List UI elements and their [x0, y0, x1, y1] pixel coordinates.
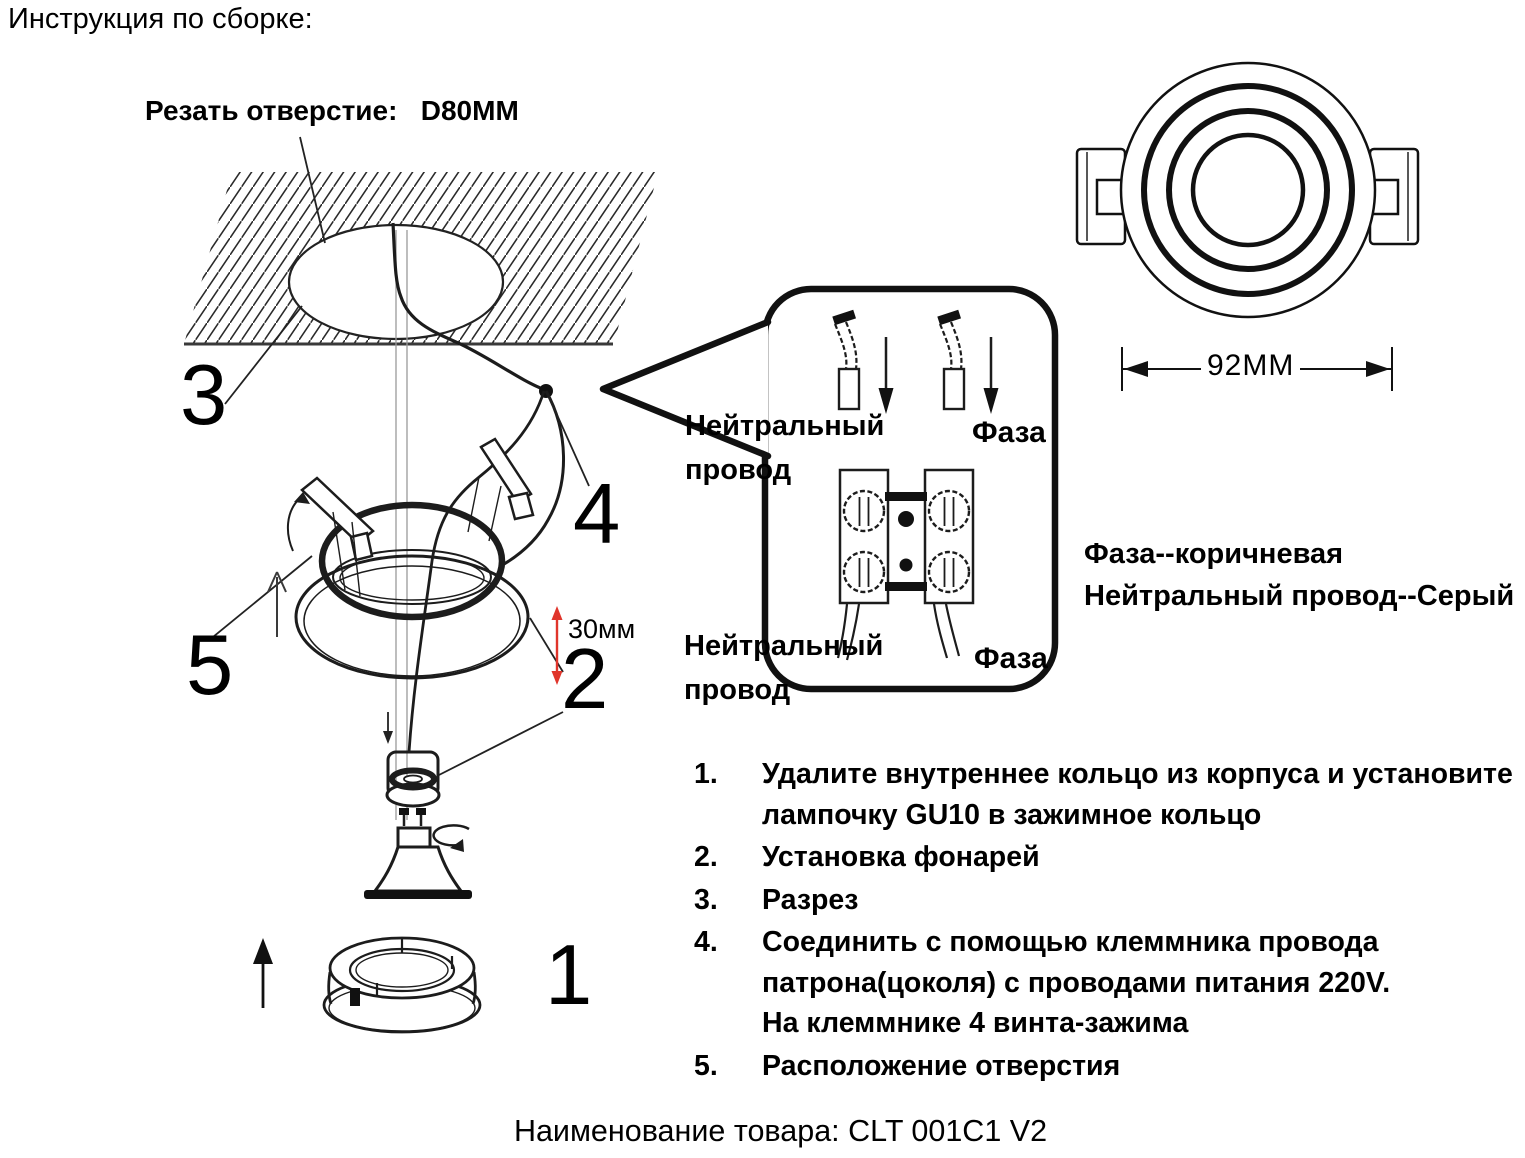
clamp-ring-drawing [322, 936, 482, 1034]
instruction-number: 5. [694, 1049, 718, 1082]
direction-arrows [253, 571, 393, 1008]
bubble-top-wires [832, 309, 999, 414]
wire-label-phase-top: Фаза [972, 416, 1046, 449]
instruction-item: 5. Расположение отверстия [694, 1046, 1525, 1087]
gu10-bulb-drawing [364, 808, 472, 899]
instruction-text: Расположение отверстия [762, 1049, 1121, 1082]
instruction-number: 1. [694, 758, 718, 790]
wire-label-neutral-top: Нейтральный провод [685, 410, 885, 487]
wire-color-legend: Фаза--коричневая Нейтральный провод--Сер… [1084, 533, 1514, 617]
instruction-number: 4. [694, 926, 718, 958]
legend-neutral-grey: Нейтральный провод--Серый [1084, 580, 1515, 612]
instruction-number: 3. [694, 883, 718, 916]
instruction-text: Соединить с помощью клеммника провода па… [762, 926, 1391, 1039]
part-number-3: 3 [180, 348, 228, 443]
diameter-92mm-label: 92MM [1201, 349, 1301, 383]
instruction-text: Удалите внутреннее кольцо из корпуса и у… [762, 758, 1513, 831]
legend-phase-brown: Фаза--коричневая [1084, 538, 1344, 570]
product-name: Наименование товара: CLT 001C1 V2 [513, 1114, 1048, 1148]
instruction-item: 1. Удалите внутреннее кольцо из корпуса … [694, 754, 1525, 835]
part-number-2: 2 [561, 632, 609, 727]
instruction-item: 2. Установка фонарей [694, 837, 1525, 878]
cut-hole-label: Резать отверстие: D80MM [145, 95, 519, 126]
wire-label-neutral-bottom: Нейтральный провод [684, 630, 884, 707]
instruction-item: 4. Соединить с помощью клеммника провода… [694, 922, 1525, 1044]
terminal-block-drawing [836, 468, 975, 661]
page-title: Инструкция по сборке: [8, 3, 313, 35]
leader-lines [212, 136, 590, 777]
wire-label-phase-bottom: Фаза [974, 642, 1048, 675]
instruction-text: Разрез [762, 883, 859, 916]
part-number-1: 1 [545, 928, 593, 1023]
instruction-list: 1. Удалите внутреннее кольцо из корпуса … [694, 754, 1525, 1088]
lamp-holder-drawing [385, 750, 441, 808]
depth-30mm-label: 30мм [568, 614, 636, 644]
part-number-5: 5 [186, 618, 234, 713]
instruction-item: 3. Разрез [694, 880, 1525, 921]
front-view-drawing [1075, 61, 1420, 319]
fixture-body-drawing [286, 437, 535, 680]
ceiling-cutout-drawing [184, 172, 658, 346]
power-wire-drawing [391, 222, 565, 753]
instruction-text: Установка фонарей [762, 841, 1040, 873]
instruction-number: 2. [694, 841, 718, 873]
depth-dimension-arrow [551, 606, 563, 685]
callout-bubble [599, 285, 1059, 693]
part-number-4: 4 [573, 467, 621, 562]
